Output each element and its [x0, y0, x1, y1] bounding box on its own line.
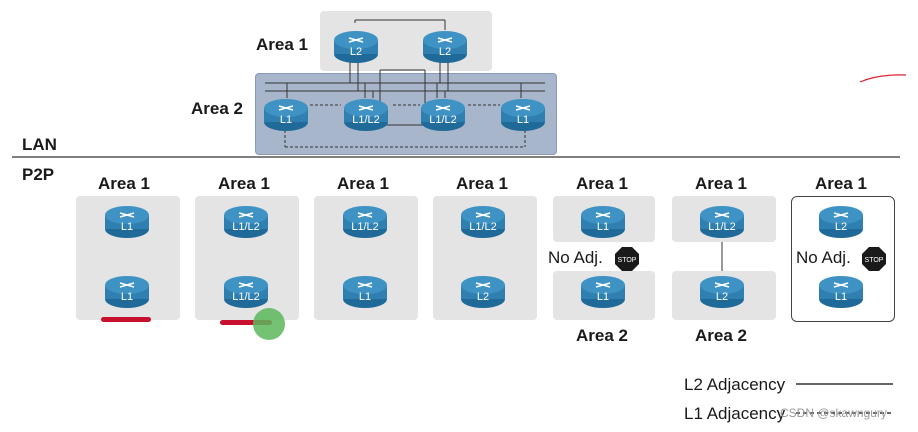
router-label: L2 — [476, 291, 490, 303]
stop-sign-text: STOP — [618, 257, 637, 264]
p2p-col7-area-label: Area 1 — [815, 174, 867, 193]
p2p-col5-bottom-router: L1 — [580, 275, 626, 309]
p2p-label: P2P — [22, 165, 55, 184]
p2p-col5-top-router: L1 — [580, 205, 626, 239]
highlight-green-dot — [253, 308, 285, 340]
p2p-col2-bottom-router: L1/L2 — [223, 275, 269, 309]
router-label: L1 — [596, 221, 610, 233]
legend-l1: L1 Adjacency — [684, 404, 786, 423]
p2p-col3-top-router: L1/L2 — [342, 205, 388, 239]
p2p-col6-bottom-router: L2 — [699, 275, 745, 309]
lan-router-area2-1: L1 — [263, 98, 309, 132]
p2p-col3-area-label: Area 1 — [337, 174, 389, 193]
p2p-col5-bottom-area-label: Area 2 — [576, 326, 628, 345]
legend-l2: L2 Adjacency — [684, 375, 786, 394]
router-label: L1/L2 — [232, 221, 260, 233]
p2p-col5-area-label: Area 1 — [576, 174, 628, 193]
router-label: L2 — [349, 46, 363, 58]
p2p-col7-no-adjacency: No Adj. — [796, 248, 851, 267]
lan-area1-label: Area 1 — [256, 35, 308, 54]
lan-router-area2-3: L1/L2 — [420, 98, 466, 132]
lan-label: LAN — [22, 135, 57, 154]
p2p-col2-top-router: L1/L2 — [223, 205, 269, 239]
p2p-col6-bottom-area-label: Area 2 — [695, 326, 747, 345]
p2p-col1-top-router: L1 — [104, 205, 150, 239]
p2p-col3-bottom-router: L1 — [342, 275, 388, 309]
router-label: L1/L2 — [352, 114, 380, 126]
p2p-col5-no-adjacency: No Adj. — [548, 248, 603, 267]
router-label: L2 — [834, 221, 848, 233]
highlight-red-underline-2 — [220, 320, 272, 325]
lan-router-area2-2: L1/L2 — [343, 98, 389, 132]
router-label: L1 — [120, 291, 134, 303]
router-label: L2 — [438, 46, 452, 58]
highlight-red-underline-1 — [101, 317, 151, 322]
p2p-col4-bottom-router: L2 — [460, 275, 506, 309]
lan-router-area1-2: L2 — [422, 30, 468, 64]
router-label: L1/L2 — [351, 221, 379, 233]
router-label: L1 — [596, 291, 610, 303]
p2p-col7-top-router: L2 — [818, 205, 864, 239]
p2p-col2-area-label: Area 1 — [218, 174, 270, 193]
router-label: L1 — [834, 291, 848, 303]
watermark: CSDN @skawngury — [780, 406, 887, 420]
router-label: L1/L2 — [708, 221, 736, 233]
stop-sign-icon: STOP — [614, 246, 640, 272]
router-label: L1/L2 — [429, 114, 457, 126]
p2p-col1-bottom-router: L1 — [104, 275, 150, 309]
p2p-col7-bottom-router: L1 — [818, 275, 864, 309]
router-label: L2 — [715, 291, 729, 303]
router-label: L1 — [358, 291, 372, 303]
router-label: L1 — [516, 114, 530, 126]
p2p-col6-area-label: Area 1 — [695, 174, 747, 193]
router-label: L1/L2 — [232, 291, 260, 303]
p2p-col4-area-label: Area 1 — [456, 174, 508, 193]
p2p-col6-top-router: L1/L2 — [699, 205, 745, 239]
lan-area2-label: Area 2 — [191, 99, 243, 118]
stop-sign-icon: STOP — [861, 246, 887, 272]
router-label: L1/L2 — [469, 221, 497, 233]
lan-router-area2-4: L1 — [500, 98, 546, 132]
p2p-col1-area-label: Area 1 — [98, 174, 150, 193]
lan-router-area1-1: L2 — [333, 30, 379, 64]
stop-sign-text: STOP — [865, 257, 884, 264]
p2p-col4-top-router: L1/L2 — [460, 205, 506, 239]
router-label: L1 — [279, 114, 293, 126]
router-label: L1 — [120, 221, 134, 233]
